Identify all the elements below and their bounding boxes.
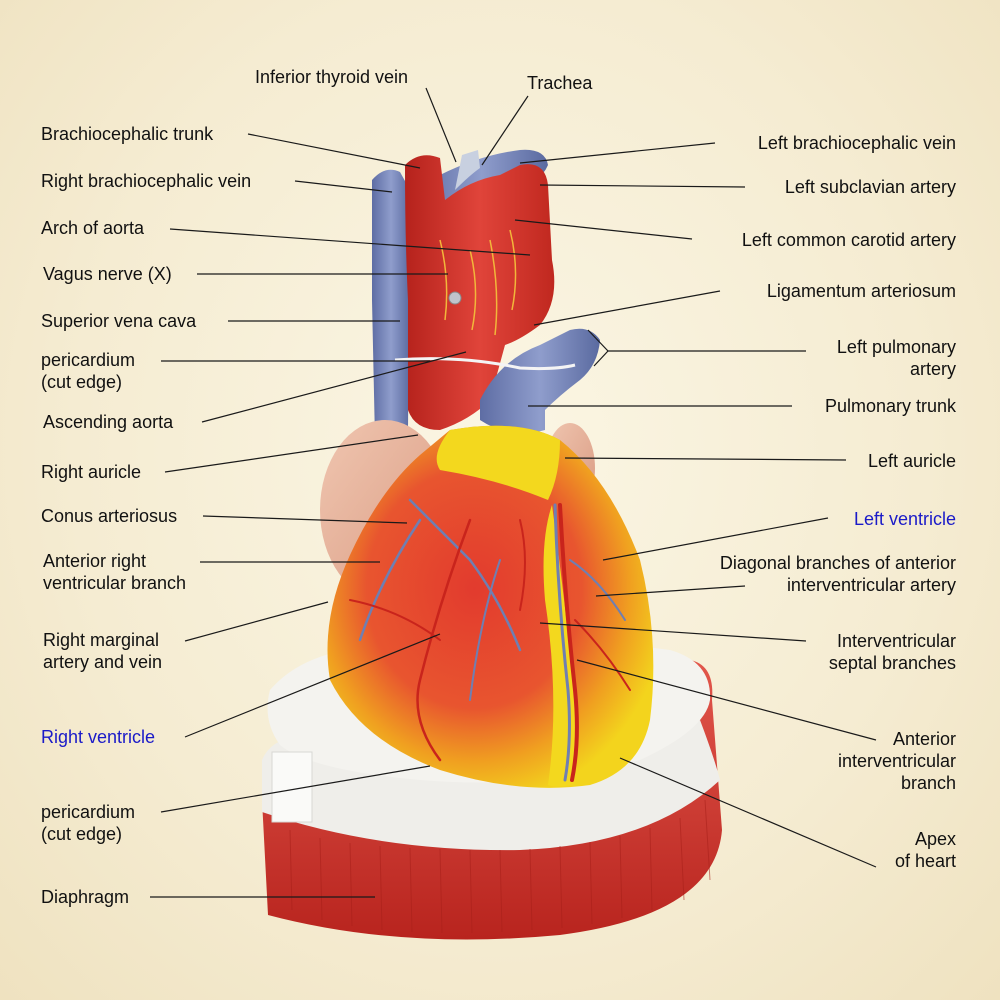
label-diagonal-branches: Diagonal branches of anterior interventr… (720, 552, 956, 596)
label-left-auricle: Left auricle (867, 451, 956, 471)
label-pulmonary-trunk: Pulmonary trunk (824, 396, 956, 416)
label-left-pulmonary-artery-line1: Left pulmonary (836, 337, 956, 357)
label-anterior-interventricular-line3: branch (900, 773, 956, 793)
label-anterior-right-ventricular-branch: Anterior right ventricular branch (43, 550, 186, 594)
label-right-auricle: Right auricle (41, 462, 142, 482)
label-left-pulmonary-artery-line2: artery (909, 359, 956, 379)
label-anterior-right-ventricular-branch-line1: Anterior right (43, 551, 147, 571)
label-anterior-right-ventricular-branch-line2: ventricular branch (43, 573, 187, 593)
aorta-shape (405, 150, 555, 430)
label-right-ventricle: Right ventricle (41, 727, 156, 747)
label-right-marginal-line2: artery and vein (43, 652, 163, 672)
label-right-brachiocephalic-vein: Right brachiocephalic vein (41, 171, 252, 191)
label-apex-line1: Apex (914, 829, 956, 849)
label-brachiocephalic-trunk: Brachiocephalic trunk (41, 124, 214, 144)
label-right-marginal-line1: Right marginal (43, 630, 160, 650)
pulmonary-trunk-shape (394, 328, 600, 434)
label-anterior-interventricular-branch: Anterior interventricular branch (838, 728, 956, 794)
label-anterior-interventricular-line1: Anterior (892, 729, 956, 749)
label-diaphragm: Diaphragm (41, 887, 130, 907)
label-interventricular-septal-line2: septal branches (828, 653, 956, 673)
label-pericardium-top: pericardium (cut edge) (41, 349, 135, 393)
label-pericardium-top-line1: pericardium (41, 350, 136, 370)
leader-lines (150, 87, 877, 898)
label-left-common-carotid-artery: Left common carotid artery (741, 230, 956, 250)
coronary-vessels-shape (349, 498, 631, 782)
heart-body-shape (327, 425, 654, 788)
label-right-marginal-artery-vein: Right marginal artery and vein (43, 629, 162, 673)
label-apex-line2: of heart (894, 851, 956, 871)
label-ligamentum-arteriosum: Ligamentum arteriosum (766, 281, 956, 301)
label-pericardium-top-line2: (cut edge) (41, 372, 123, 392)
label-apex-of-heart: Apex of heart (895, 828, 956, 872)
label-left-pulmonary-artery: Left pulmonary artery (837, 336, 956, 380)
label-left-ventricle: Left ventricle (853, 509, 956, 529)
label-interventricular-septal-line1: Interventricular (836, 631, 956, 651)
label-superior-vena-cava: Superior vena cava (41, 311, 197, 331)
label-anterior-interventricular-line2: interventricular (837, 751, 956, 771)
label-left-subclavian-artery: Left subclavian artery (784, 177, 956, 197)
label-vagus-nerve: Vagus nerve (X) (43, 264, 172, 284)
label-left-brachiocephalic-vein: Left brachiocephalic vein (757, 133, 956, 153)
label-ascending-aorta: Ascending aorta (43, 412, 174, 432)
label-pericardium-bottom-line1: pericardium (41, 802, 136, 822)
label-pericardium-bottom-line2: (cut edge) (41, 824, 123, 844)
label-conus-arteriosus: Conus arteriosus (41, 506, 178, 526)
label-diagonal-branches-line2: interventricular artery (786, 575, 956, 595)
label-interventricular-septal-branches: Interventricular septal branches (829, 630, 956, 674)
label-inferior-thyroid-vein: Inferior thyroid vein (255, 67, 409, 87)
label-pericardium-bottom: pericardium (cut edge) (41, 801, 135, 845)
label-arch-of-aorta: Arch of aorta (41, 218, 145, 238)
label-diagonal-branches-line1: Diagonal branches of anterior (719, 553, 956, 573)
label-trachea: Trachea (527, 73, 593, 93)
